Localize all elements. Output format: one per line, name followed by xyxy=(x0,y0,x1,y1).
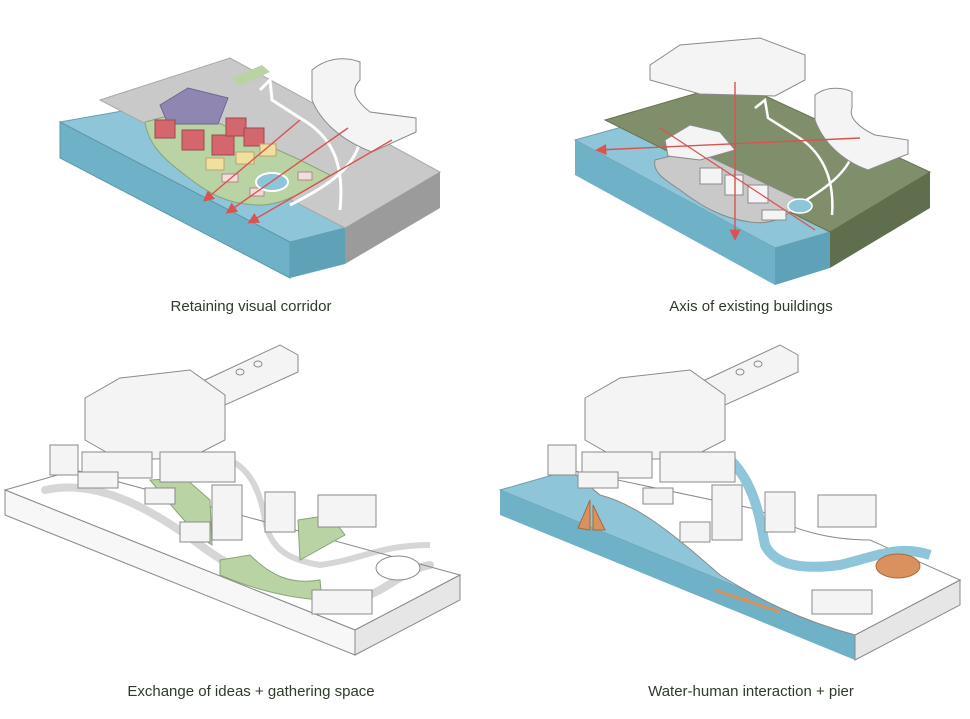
white-building xyxy=(811,589,873,615)
river-channel xyxy=(721,451,932,572)
cream-building xyxy=(235,151,255,165)
water-front-side xyxy=(575,140,775,285)
water-right-side xyxy=(775,232,830,285)
panel-gathering-space xyxy=(3,344,462,656)
cream-building xyxy=(205,157,225,171)
white-building xyxy=(764,491,796,533)
red-building xyxy=(154,119,176,139)
corridor-arrow xyxy=(247,139,393,224)
white-building xyxy=(211,484,243,541)
main-building xyxy=(84,369,226,461)
olive-land-side xyxy=(830,172,930,268)
white-building xyxy=(577,471,619,489)
small-house xyxy=(297,171,313,181)
red-building xyxy=(243,127,265,147)
red-building xyxy=(211,134,235,156)
white-building xyxy=(699,167,723,185)
white-building xyxy=(179,521,211,543)
red-building xyxy=(181,129,205,151)
circular-plaza xyxy=(375,555,421,581)
white-building xyxy=(311,589,373,615)
curved-road xyxy=(754,97,834,216)
water-right-side xyxy=(290,228,345,278)
panel-visual-corridor xyxy=(58,57,442,279)
corridor-arrow xyxy=(202,119,301,202)
white-building xyxy=(77,471,119,489)
white-building xyxy=(49,444,79,476)
white-building xyxy=(761,209,787,221)
pond xyxy=(787,198,813,214)
caption-visual-corridor: Retaining visual corridor xyxy=(170,298,332,315)
pier-disc xyxy=(875,553,921,579)
white-building xyxy=(659,451,736,483)
main-building xyxy=(584,369,726,461)
white-building xyxy=(547,444,577,476)
land-side xyxy=(345,172,440,264)
axis-arrow xyxy=(659,127,816,231)
corridor-arrow xyxy=(225,127,349,214)
white-building xyxy=(817,494,877,528)
red-building xyxy=(225,117,247,137)
green-path xyxy=(232,65,270,86)
white-building xyxy=(724,174,744,196)
white-building xyxy=(679,521,711,543)
sailboat-icon xyxy=(577,499,591,531)
white-building xyxy=(264,491,296,533)
panel-water-interaction xyxy=(498,344,962,661)
curved-road xyxy=(258,76,343,211)
curved-tower xyxy=(814,87,909,171)
axis-arrow xyxy=(595,137,861,156)
water-front-side xyxy=(500,490,855,660)
white-building xyxy=(144,487,176,505)
floating-block xyxy=(649,37,806,97)
white-building xyxy=(642,487,674,505)
caption-gathering-space: Exchange of ideas + gathering space xyxy=(127,683,375,700)
white-building xyxy=(711,484,743,541)
pier-boardwalk xyxy=(714,588,781,614)
base-slab-side xyxy=(354,574,461,656)
small-house xyxy=(221,173,239,183)
curved-tower xyxy=(311,58,417,153)
cream-building xyxy=(259,143,277,157)
caption-water-interaction: Water-human interaction + pier xyxy=(648,683,854,700)
white-building xyxy=(317,494,377,528)
panel-axis-buildings xyxy=(573,37,932,285)
white-building xyxy=(159,451,236,483)
caption-axis-buildings: Axis of existing buildings xyxy=(669,298,833,315)
